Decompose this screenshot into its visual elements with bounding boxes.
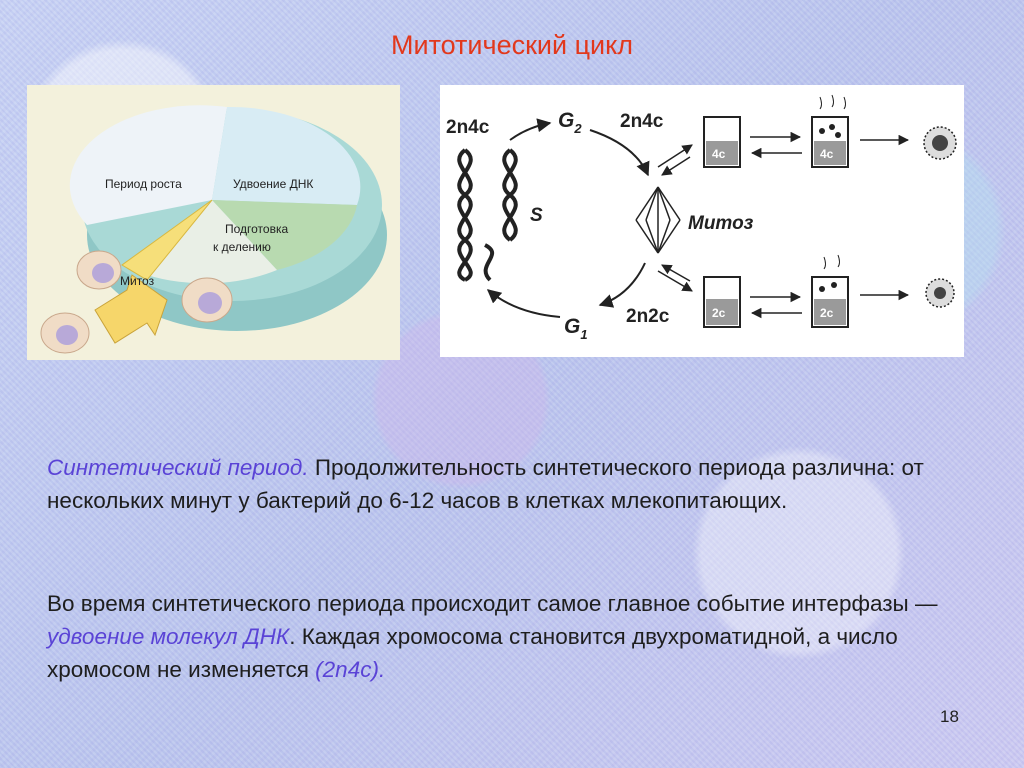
- tube-2c-icon: [703, 254, 849, 328]
- slide-title: Митотический цикл: [391, 30, 633, 60]
- paragraph-2-text-b: . Каждая хромосома становится двухромати…: [47, 624, 898, 682]
- tube-label-2c: 2c: [820, 306, 834, 320]
- phase-s: S: [530, 205, 543, 226]
- cell-nucleus-icon: [92, 263, 114, 283]
- dna-replication-term: удвоение молекул ДНК: [47, 624, 290, 649]
- cell-nucleus-icon: [198, 292, 222, 314]
- sector-growth: [69, 105, 227, 225]
- phase-g2: G2: [558, 109, 582, 136]
- tube-label-4c: 4c: [712, 147, 726, 161]
- formula-top-left: 2n4c: [446, 117, 490, 138]
- mitotic-cycle-scheme: 2n4c 2n4c 2n2c G2 G1 S: [440, 85, 964, 357]
- cell-cycle-pie-svg: Период роста Удвоение ДНК Подготовка к д…: [40, 105, 387, 354]
- synthetic-period-term: Синтетический период.: [47, 455, 309, 480]
- paragraph-1-text: Продолжительность синтетического периода…: [47, 455, 924, 513]
- cell-nucleus-icon: [56, 325, 78, 345]
- double-arrow: [657, 131, 910, 319]
- mitotic-cycle-svg: 2n4c 2n4c 2n2c G2 G1 S: [446, 94, 957, 342]
- page-number: 18: [940, 707, 959, 726]
- tube-label-2c: 2c: [712, 306, 726, 320]
- label-dna: Удвоение ДНК: [233, 177, 313, 191]
- sector-mitosis-gap: [147, 200, 277, 284]
- phase-g1: G1: [564, 315, 588, 342]
- mitosis-wedge: [121, 199, 213, 281]
- paragraph-dna-replication: Во время синтетического периода происход…: [47, 587, 992, 686]
- label-growth: Период роста: [105, 177, 182, 191]
- mitosis-arrow-block: [94, 274, 168, 344]
- dna-helix-icon: [457, 148, 518, 282]
- arrow-g2-to-mitosis: [589, 129, 650, 177]
- arrow-s-to-g2: [509, 118, 552, 141]
- label-mitosis: Митоз: [120, 274, 155, 288]
- sector-prep: [212, 200, 357, 270]
- tube-label-4c: 4c: [820, 147, 834, 161]
- label-prep-1: Подготовка: [225, 222, 288, 236]
- arrow-mitosis-to-g1: [598, 262, 646, 308]
- tube-4c-icon: [703, 94, 849, 168]
- paragraph-2-text-a: Во время синтетического периода происход…: [47, 591, 938, 616]
- label-prep-2: к делению: [213, 240, 271, 254]
- spindle-icon: [635, 186, 681, 254]
- formula-top-right: 2n4c: [620, 111, 664, 132]
- formula-bottom: 2n2c: [626, 306, 670, 327]
- sector-dna: [212, 106, 361, 205]
- paragraph-synthetic-period: Синтетический период. Продолжительность …: [47, 451, 992, 517]
- label-mitosis-right: Митоз: [688, 213, 754, 234]
- cell-cycle-pie-diagram: Период роста Удвоение ДНК Подготовка к д…: [27, 85, 400, 360]
- labeled-cell-icon: [923, 126, 957, 308]
- formula-term: (2n4c).: [315, 657, 386, 682]
- arrow-g1-to-s: [486, 289, 561, 318]
